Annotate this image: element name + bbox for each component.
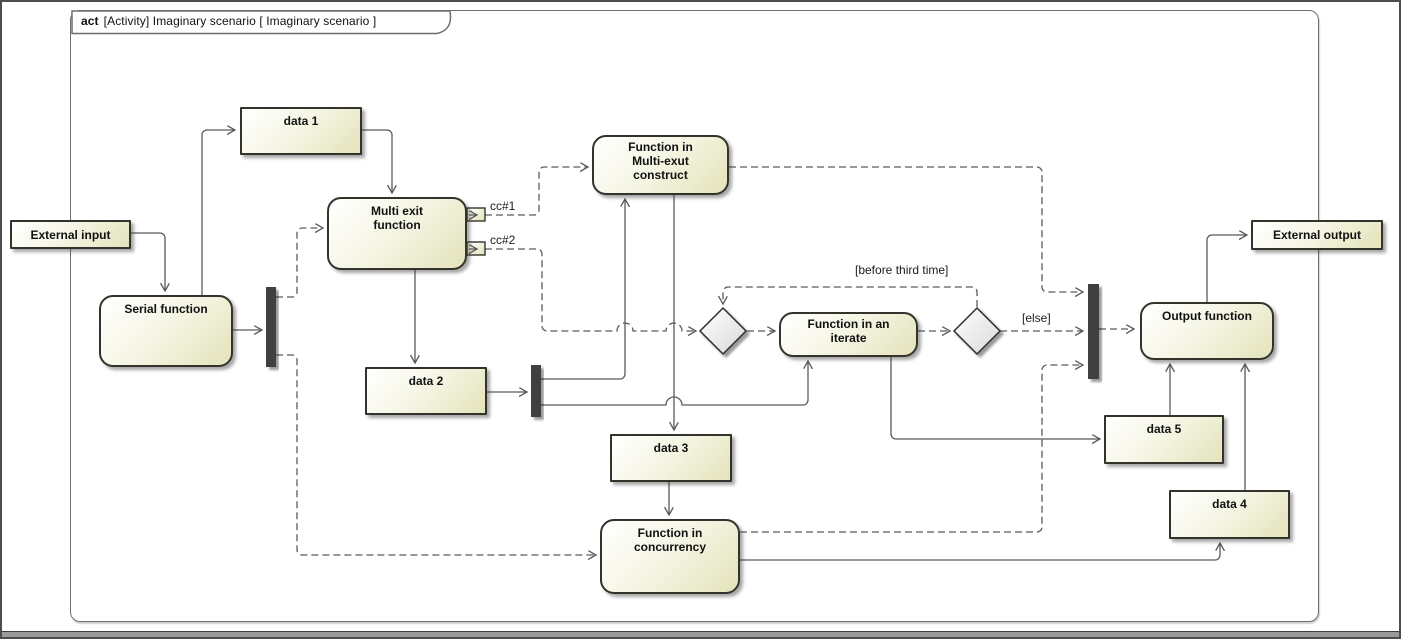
fork-bar-1[interactable] <box>266 287 276 367</box>
node-data-5[interactable]: data 5 <box>1104 415 1224 464</box>
node-data-1[interactable]: data 1 <box>240 107 362 155</box>
node-label: data 4 <box>1212 497 1247 511</box>
node-label: Serial function <box>124 302 208 316</box>
node-function-in-multi-exut-construct[interactable]: Function in Multi-exut construct <box>592 135 729 195</box>
node-label: External output <box>1272 228 1361 242</box>
flow-serial-to-data1[interactable] <box>201 130 235 295</box>
node-function-in-concurrency[interactable]: Function in concurrency <box>600 519 740 594</box>
node-label: Multi exit function <box>370 204 423 232</box>
flow-output-to-external-output[interactable] <box>1206 235 1247 302</box>
guard-label-before-third-time[interactable]: [before third time] <box>853 263 951 277</box>
node-label: data 1 <box>283 114 319 128</box>
control-concurrency-to-join[interactable] <box>740 365 1083 533</box>
node-label: data 3 <box>653 441 689 455</box>
node-function-in-an-iterate[interactable]: Function in an iterate <box>779 312 918 357</box>
frame-title: act [Activity] Imaginary scenario [ Imagi… <box>81 14 376 28</box>
pin-label-cc1[interactable]: cc#1 <box>488 199 518 213</box>
node-label: Function in an iterate <box>807 317 890 345</box>
frame-keyword: act <box>81 14 99 28</box>
control-fork1-to-multi-exit[interactable] <box>276 228 323 298</box>
flow-data1-to-multi-exit[interactable] <box>362 129 392 193</box>
flow-external-input-to-serial[interactable] <box>131 232 165 291</box>
control-decision-loop-to-merge[interactable] <box>723 286 978 307</box>
flow-fork2-to-iterate[interactable] <box>541 361 808 406</box>
flow-concurrency-to-data4[interactable] <box>740 543 1220 561</box>
node-label: Function in concurrency <box>633 526 707 554</box>
control-cc1-to-multi-exut-construct[interactable] <box>485 167 588 216</box>
activity-frame <box>70 10 1319 622</box>
node-label: Function in Multi-exut construct <box>628 140 693 182</box>
node-external-output[interactable]: External output <box>1251 220 1383 250</box>
control-multi-exut-construct-to-join[interactable] <box>729 166 1083 292</box>
decision-node-diamond[interactable] <box>952 306 1002 356</box>
frame-title-text: [Activity] Imaginary scenario [ Imaginar… <box>103 14 377 28</box>
node-label: Output function <box>1162 309 1252 323</box>
window-bottom-strip <box>2 631 1399 637</box>
node-external-input[interactable]: External input <box>10 220 131 249</box>
node-label: data 5 <box>1146 422 1182 436</box>
pin-label-cc2[interactable]: cc#2 <box>488 233 518 247</box>
flow-fork2-to-multi-exut-construct[interactable] <box>541 199 625 380</box>
node-data-2[interactable]: data 2 <box>365 367 487 415</box>
node-multi-exit-function[interactable]: Multi exit function <box>327 197 467 270</box>
node-label: data 2 <box>408 374 444 388</box>
node-label: External input <box>30 228 111 242</box>
guard-label-else[interactable]: [else] <box>1020 311 1053 325</box>
node-data-3[interactable]: data 3 <box>610 434 732 482</box>
node-data-4[interactable]: data 4 <box>1169 490 1290 539</box>
merge-node-diamond[interactable] <box>698 306 748 356</box>
frame-tab-shape <box>71 10 452 35</box>
node-output-function[interactable]: Output function <box>1140 302 1274 360</box>
join-bar[interactable] <box>1088 284 1099 379</box>
node-serial-function[interactable]: Serial function <box>99 295 233 367</box>
control-fork1-to-concurrency[interactable] <box>276 354 596 555</box>
control-cc2-to-merge[interactable] <box>485 248 696 331</box>
flow-iterate-to-data5[interactable] <box>890 356 1100 439</box>
fork-bar-2[interactable] <box>531 365 541 417</box>
